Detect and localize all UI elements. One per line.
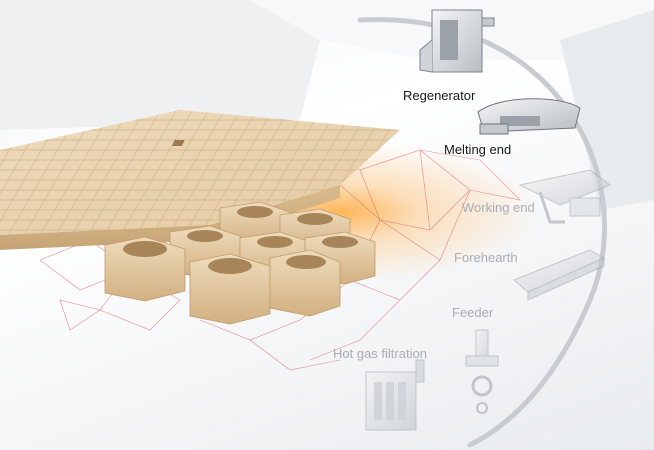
regenerator-icon — [419, 9, 495, 73]
hot-gas-filtration-icon — [365, 359, 425, 431]
honeycomb-bricks — [104, 201, 376, 325]
working-end-icon — [518, 169, 612, 224]
step-label-melting-end: Melting end — [444, 142, 512, 157]
feeder-icon — [465, 329, 499, 414]
step-label-forehearth: Forehearth — [454, 250, 518, 265]
step-label-regenerator: Regenerator — [403, 88, 476, 103]
wall-plane — [0, 0, 320, 130]
process-arc — [357, 17, 607, 448]
step-label-hot-gas-filtration: Hot gas filtration — [333, 346, 427, 361]
melting-end-icon — [477, 98, 581, 135]
right-wall-plane — [560, 10, 654, 210]
ceramic-slab — [0, 110, 400, 250]
step-label-working-end: Working end — [462, 200, 535, 215]
forehearth-icon — [513, 249, 606, 301]
step-label-feeder: Feeder — [452, 305, 494, 320]
